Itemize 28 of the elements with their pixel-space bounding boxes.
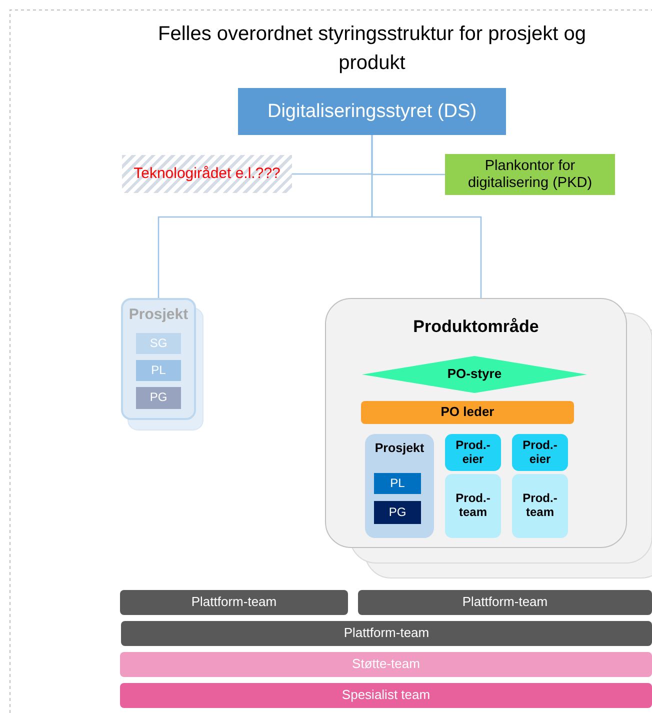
diagram-title: Felles overordnet styringsstruktur for prosjekt og produkt (157, 22, 587, 76)
product-area-card (325, 298, 627, 548)
team-box: Prod.- team (445, 474, 501, 538)
leader-bar: PO leder (361, 401, 574, 424)
team-bar: Plattform-team (121, 621, 652, 646)
card-heading: Produktområde (412, 317, 540, 337)
role-box: PG (136, 387, 181, 409)
project-box (365, 434, 434, 538)
team-bar: Støtte-team (120, 652, 652, 677)
team-bar: Spesialist team (120, 683, 652, 708)
card-heading: Prosjekt (128, 306, 190, 324)
board-diamond (362, 356, 587, 393)
node-label: PO-styre (447, 367, 502, 382)
owner-box: Prod.- eier (512, 434, 568, 471)
role-box: PL (136, 360, 181, 381)
role-box: SG (136, 333, 181, 354)
role-box: PL (374, 473, 421, 494)
team-bar: Plattform-team (358, 590, 652, 615)
board-box: Digitaliseringsstyret (DS) (238, 88, 506, 135)
card-heading: Prosjekt (374, 441, 426, 456)
office-box: Plankontor for digitalisering (PKD) (445, 154, 615, 195)
project-card (121, 298, 196, 420)
team-bar: Plattform-team (120, 590, 348, 615)
connector-line (371, 135, 482, 298)
council-box: Teknologirådet e.l.??? (122, 155, 292, 193)
owner-box: Prod.- eier (445, 434, 501, 471)
team-box: Prod.- team (512, 474, 568, 538)
role-box: PG (374, 501, 421, 524)
